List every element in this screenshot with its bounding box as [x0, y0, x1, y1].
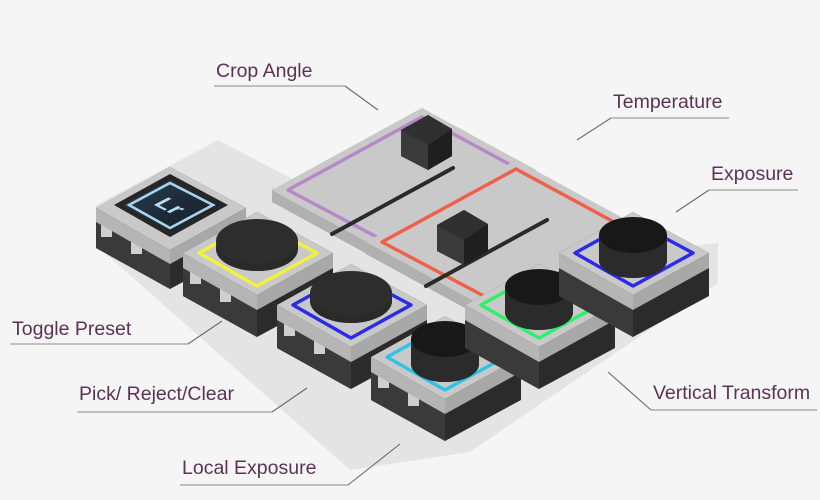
- knob-top[interactable]: [599, 217, 667, 253]
- label-toggle-preset: Toggle Preset: [12, 318, 132, 340]
- connector-notch: [284, 322, 295, 336]
- logo-screen: [123, 180, 219, 231]
- fader-track: [330, 166, 455, 236]
- label-local-exposure: Local Exposure: [182, 457, 316, 479]
- connector-notch: [101, 223, 112, 237]
- connector-notch: [378, 374, 389, 388]
- knob-top[interactable]: [505, 269, 573, 305]
- connector-notch: [314, 340, 325, 354]
- callout-vertical-transform: Vertical Transform: [607, 371, 817, 411]
- exposure-module[interactable]: [559, 212, 709, 337]
- knob-top[interactable]: [411, 321, 479, 357]
- callout-toggle-preset: Toggle Preset: [10, 318, 223, 345]
- connector-notch: [408, 392, 419, 406]
- label-temperature: Temperature: [613, 91, 722, 113]
- callout-exposure: Exposure: [675, 163, 798, 213]
- logo-frame-icon: [126, 181, 216, 230]
- callout-crop-angle: Crop Angle: [214, 60, 379, 111]
- callout-temperature: Temperature: [576, 91, 729, 141]
- label-pick-reject-clear: Pick/ Reject/Clear: [79, 383, 234, 405]
- callout-local-exposure: Local Exposure: [180, 443, 401, 486]
- connector-notch: [190, 270, 201, 284]
- knob-top[interactable]: [216, 219, 298, 263]
- connector-notch: [131, 240, 142, 254]
- label-crop-angle: Crop Angle: [216, 60, 312, 82]
- fader-handle[interactable]: [437, 210, 488, 265]
- knob-top[interactable]: [310, 271, 392, 315]
- label-exposure: Exposure: [711, 163, 793, 185]
- callout-pick-reject-clear: Pick/ Reject/Clear: [77, 383, 308, 413]
- vertical-transform-module[interactable]: [465, 264, 615, 389]
- fader-track: [424, 218, 549, 288]
- control-surface-device: Lr: [96, 108, 718, 470]
- connector-notch: [220, 288, 231, 302]
- fader-handle[interactable]: [401, 115, 452, 170]
- label-vertical-transform: Vertical Transform: [653, 382, 810, 404]
